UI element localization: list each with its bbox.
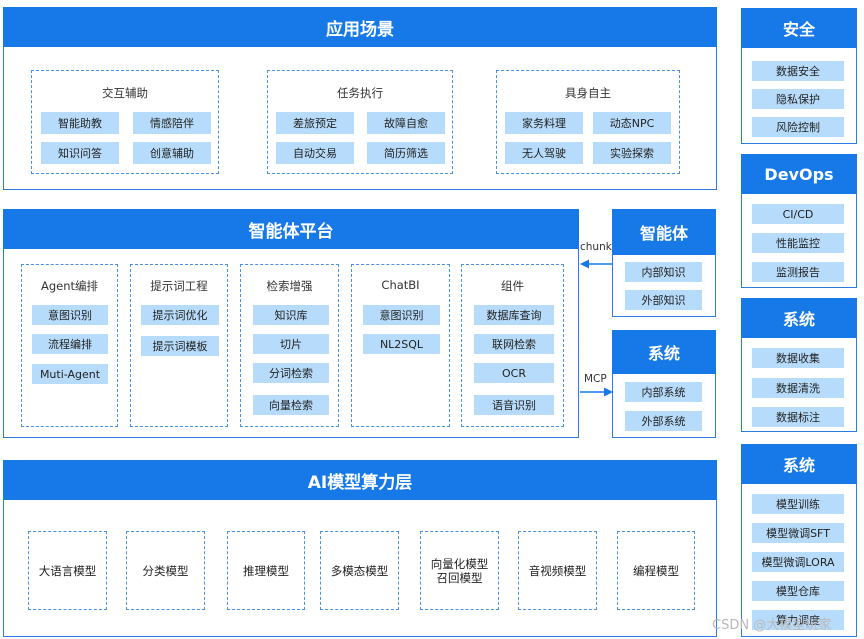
chip-item: 差旅预定 <box>276 112 354 134</box>
model-label: 音视频模型 <box>528 563 587 578</box>
chunk-label: chunk <box>580 241 612 253</box>
system-box-title: 系统 <box>647 344 680 363</box>
model-layer-header: AI模型算力层 <box>3 460 717 500</box>
chip-item: 外部知识 <box>625 290 702 310</box>
chip-item: 情感陪伴 <box>133 112 211 134</box>
chip-item: Muti-Agent <box>32 364 108 384</box>
chip-item: 数据库查询 <box>474 305 554 325</box>
agent-box-header: 智能体 <box>612 209 716 255</box>
watermark: CSDN @大模型玩家 <box>712 618 832 633</box>
group-title: 提示词工程 <box>150 279 208 293</box>
chip-item: 知识库 <box>253 305 329 325</box>
chip-item: 提示词模板 <box>141 336 219 356</box>
chip-item: 模型微调SFT <box>752 523 844 543</box>
agent-platform-header: 智能体平台 <box>3 209 579 249</box>
chip-item: 故障自愈 <box>367 112 445 134</box>
scenario-group-embodied: 具身自主 家务料理 动态NPC 无人驾驶 实验探索 <box>496 70 680 174</box>
app-scenarios-header: 应用场景 <box>3 7 717 47</box>
chip-item: OCR <box>474 363 554 383</box>
chip-item: 向量检索 <box>253 395 329 415</box>
chip-item: NL2SQL <box>363 334 440 354</box>
model-label: 推理模型 <box>243 563 289 578</box>
chip-item: 意图识别 <box>32 305 108 325</box>
chip-item: 提示词优化 <box>141 305 219 325</box>
platform-group-components: 组件 数据库查询 联网检索 OCR 语音识别 <box>461 264 564 427</box>
scenario-group-interaction: 交互辅助 智能助教 情感陪伴 知识问答 创意辅助 <box>31 70 219 174</box>
chip-item: 外部系统 <box>625 411 702 431</box>
sidebar-title: 系统 <box>782 310 815 329</box>
chip-item: 切片 <box>253 334 329 354</box>
model-label: 分类模型 <box>142 563 189 578</box>
chip-item: 模型仓库 <box>752 581 844 601</box>
model-label: 编程模型 <box>633 563 679 578</box>
chip-item: 数据安全 <box>752 61 844 81</box>
agent-platform-title: 智能体平台 <box>248 221 334 242</box>
chip-item: 无人驾驶 <box>505 142 583 164</box>
chip-item: 监测报告 <box>752 262 844 282</box>
model-box: 分类模型 <box>126 531 205 610</box>
model-box: 大语言模型 <box>28 531 107 610</box>
chip-item: 知识问答 <box>41 142 119 164</box>
group-title: 任务执行 <box>337 86 383 100</box>
model-layer-title: AI模型算力层 <box>307 472 413 493</box>
model-box: 向量化模型 召回模型 <box>420 531 499 610</box>
group-title: 交互辅助 <box>102 86 148 100</box>
chip-item: 联网检索 <box>474 334 554 354</box>
chip-item: 内部知识 <box>625 262 702 282</box>
sidebar-system-model-header: 系统 <box>741 444 857 484</box>
sidebar-devops-header: DevOps <box>741 154 857 194</box>
sidebar-title: 安全 <box>782 20 815 39</box>
chip-item: 语音识别 <box>474 395 554 415</box>
platform-group-prompt-engineering: 提示词工程 提示词优化 提示词模板 <box>130 264 228 427</box>
sidebar-title: 系统 <box>782 456 815 475</box>
chip-item: 算力调度 <box>752 610 844 630</box>
chip-item: 模型微调LORA <box>752 552 844 572</box>
chunk-arrow <box>580 259 612 269</box>
chip-item: 数据收集 <box>752 348 844 368</box>
chip-item: 实验探索 <box>593 142 671 164</box>
scenario-group-task: 任务执行 差旅预定 故障自愈 自动交易 简历筛选 <box>267 70 453 174</box>
app-scenarios-title: 应用场景 <box>326 19 394 40</box>
chip-item: 性能监控 <box>752 233 844 253</box>
model-box: 推理模型 <box>227 531 305 610</box>
chip-item: 模型训练 <box>752 494 844 514</box>
group-title: ChatBI <box>381 278 420 292</box>
sidebar-system-data-header: 系统 <box>741 298 857 338</box>
sidebar-security-header: 安全 <box>741 8 857 48</box>
mcp-label: MCP <box>584 373 607 385</box>
group-title: 检索增强 <box>266 279 313 293</box>
model-label: 多模态模型 <box>330 563 389 578</box>
chip-item: 分词检索 <box>253 363 329 383</box>
chip-item: 家务料理 <box>505 112 583 134</box>
group-title: 组件 <box>501 279 524 293</box>
chip-item: 内部系统 <box>625 382 702 402</box>
sidebar-title: DevOps <box>764 164 834 184</box>
chip-item: 简历筛选 <box>367 142 445 164</box>
chip-item: CI/CD <box>752 204 844 224</box>
chip-item: 隐私保护 <box>752 89 844 109</box>
platform-group-chatbi: ChatBI 意图识别 NL2SQL <box>351 264 450 427</box>
chip-item: 自动交易 <box>276 142 354 164</box>
platform-group-agent-orchestration: Agent编排 意图识别 流程编排 Muti-Agent <box>21 264 118 427</box>
model-box: 多模态模型 <box>320 531 399 610</box>
chip-item: 风险控制 <box>752 117 844 137</box>
chip-item: 意图识别 <box>363 305 440 325</box>
mcp-arrow <box>580 387 613 397</box>
chip-item: 数据清洗 <box>752 378 844 398</box>
group-title: Agent编排 <box>40 279 99 293</box>
system-box-header: 系统 <box>612 330 716 374</box>
model-label: 大语言模型 <box>38 563 97 578</box>
chip-item: 智能助教 <box>41 112 119 134</box>
model-box: 编程模型 <box>617 531 695 610</box>
chip-item: 数据标注 <box>752 407 844 427</box>
agent-box-title: 智能体 <box>639 224 688 243</box>
platform-group-rag: 检索增强 知识库 切片 分词检索 向量检索 <box>240 264 339 427</box>
model-box: 音视频模型 <box>518 531 597 610</box>
chip-item: 流程编排 <box>32 334 108 354</box>
group-title: 具身自主 <box>565 86 611 100</box>
model-label: 向量化模型 召回模型 <box>430 556 489 585</box>
chip-item: 创意辅助 <box>133 142 211 164</box>
chip-item: 动态NPC <box>593 112 671 134</box>
